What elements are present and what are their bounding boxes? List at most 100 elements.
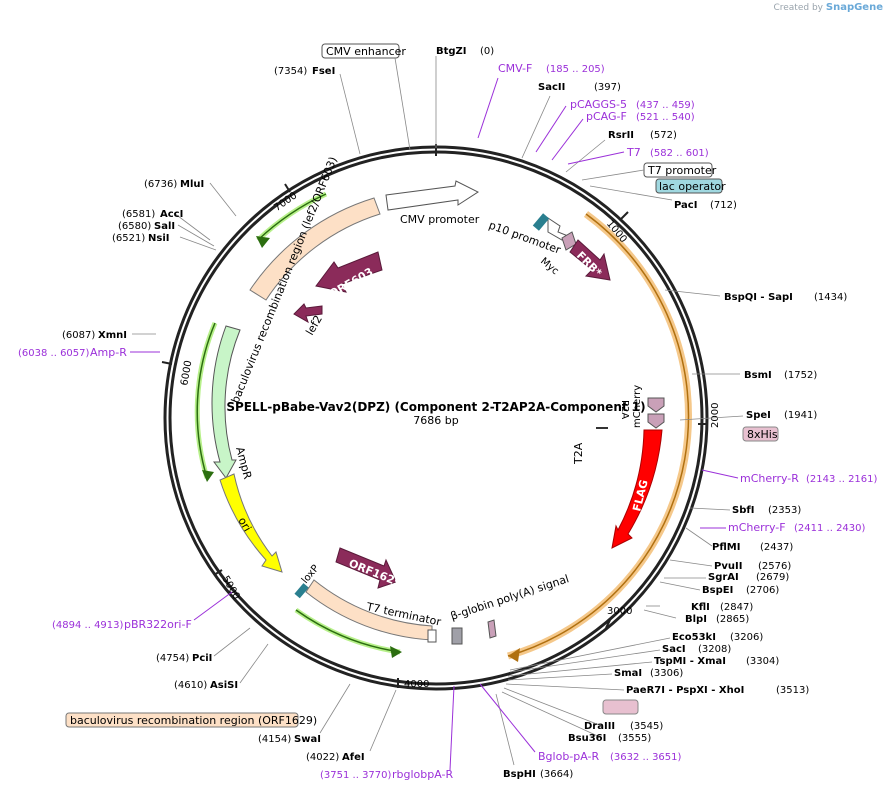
feature-ori-label: ori xyxy=(235,515,253,534)
feature-bac-region-top xyxy=(249,197,381,301)
site-draiii: DraIII xyxy=(584,721,615,732)
primer-bglob-pa-r-range: (3632 .. 3651) xyxy=(610,752,682,763)
box-t7-promoter-label: T7 promoter xyxy=(647,164,717,177)
primer-leaders xyxy=(130,77,739,771)
site-xmni-num: (6087) xyxy=(62,330,95,341)
primer-t7-range: (582 .. 601) xyxy=(650,148,709,159)
site-saci: SacI xyxy=(662,644,686,655)
feature-mcherry-label: FLAG xyxy=(630,478,650,512)
site-bsphi: BspHI xyxy=(503,769,536,780)
feature-p2a xyxy=(647,413,665,429)
primer-rbglobpa-r-range: (3751 .. 3770) xyxy=(320,770,392,781)
site-pcii-num: (4754) xyxy=(156,653,189,664)
box-bac-orf1629-label: baculovirus recombination region (ORF162… xyxy=(70,714,317,727)
site-acci-num: (6581) xyxy=(122,209,155,220)
box-cmv-enhancer xyxy=(321,43,400,59)
site-eco53ki-num: (3206) xyxy=(730,632,763,643)
site-tspmi-num: (3304) xyxy=(746,656,779,667)
site-sacii: SacII xyxy=(538,82,565,93)
site-pflmi: PflMI xyxy=(712,542,740,553)
tick-5000: 5000 xyxy=(219,574,241,602)
site-bsphi-num: (3664) xyxy=(540,769,573,780)
primer-pcaggs5: pCAGGS-5 xyxy=(570,98,627,111)
site-sgrai-num: (2679) xyxy=(756,572,789,583)
site-xmni: XmnI xyxy=(98,330,127,341)
primer-pbr322ori-f-range: (4894 .. 4913) xyxy=(52,620,124,631)
site-spei: SpeI xyxy=(746,410,771,421)
site-pvuii-num: (2576) xyxy=(758,561,791,572)
feature-bglobin xyxy=(451,627,463,645)
site-tspmi: TspMI - XmaI xyxy=(654,656,726,667)
feature-orf603 xyxy=(315,251,383,293)
site-bspqi-num: (1434) xyxy=(814,292,847,303)
site-rsrii: RsrII xyxy=(608,130,634,141)
box-8xhis xyxy=(602,699,639,715)
site-afei-num: (4022) xyxy=(306,752,339,763)
site-bspqi: BspQI - SapI xyxy=(724,292,793,303)
primer-rbglobpa-r: rbglobpA-R xyxy=(392,768,453,781)
box-lac-operator-label: lac operator xyxy=(659,180,726,193)
site-bsmi: BsmI xyxy=(744,370,772,381)
ticks xyxy=(161,144,708,688)
feature-orf1629-label: ORF1629 xyxy=(347,557,404,590)
site-btgzi-num: (0) xyxy=(480,46,494,57)
primer-amp-r: Amp-R xyxy=(90,346,127,359)
site-paci: PacI xyxy=(674,200,697,211)
box-flag xyxy=(742,426,779,442)
site-pcii: PciI xyxy=(192,653,212,664)
tick-6000: 6000 xyxy=(179,360,194,387)
site-smai: SmaI xyxy=(614,668,642,679)
site-afei: AfeI xyxy=(342,752,365,763)
box-bac-orf1629 xyxy=(65,712,299,728)
tick-3000: 3000 xyxy=(607,606,632,617)
primer-cmv-f: CMV-F xyxy=(498,62,532,75)
site-nsii-num: (6521) xyxy=(112,233,145,244)
feature-orf1629 xyxy=(335,547,397,589)
site-bsmi-num: (1752) xyxy=(784,370,817,381)
site-swai: SwaI xyxy=(294,734,321,745)
feature-mcherry xyxy=(611,429,663,549)
site-sbfi-num: (2353) xyxy=(768,505,801,516)
primer-cmv-f-range: (185 .. 205) xyxy=(546,64,605,75)
site-mlui-num: (6736) xyxy=(144,179,177,190)
primer-t7: T7 xyxy=(626,146,641,159)
site-blpi: BlpI xyxy=(685,614,707,625)
feature-myc-label: Myc xyxy=(538,256,560,277)
site-pvuii: PvuII xyxy=(714,561,742,572)
site-paer7i: PaeR7I - PspXI - XhoI xyxy=(626,685,744,696)
primer-pcagf: pCAG-F xyxy=(586,110,627,123)
site-sgrai: SgrAI xyxy=(708,572,739,583)
site-swai-num: (4154) xyxy=(258,734,291,745)
site-smai-num: (3306) xyxy=(650,668,683,679)
site-asisi-num: (4610) xyxy=(174,680,207,691)
feature-t2a xyxy=(647,397,665,413)
site-sacii-num: (397) xyxy=(594,82,621,93)
credit-prefix: Created by xyxy=(773,3,823,13)
site-blpi-num: (2865) xyxy=(716,614,749,625)
feature-p10-marker xyxy=(532,213,550,231)
site-sbfi: SbfI xyxy=(732,505,754,516)
tick-2000: 2000 xyxy=(710,403,721,428)
primer-bglob-pa-r: Bglob-pA-R xyxy=(538,750,600,763)
site-leaders xyxy=(132,56,744,766)
plasmid-name: SPELL-pBabe-Vav2(DPZ) (Component 2-T2AP2… xyxy=(226,400,645,414)
insert-arc-head xyxy=(508,648,520,662)
box-lac-operator xyxy=(655,178,723,194)
site-rsrii-num: (572) xyxy=(650,130,677,141)
site-kfli: KflI xyxy=(691,602,710,613)
feature-kozak-label: T2A xyxy=(572,442,585,465)
site-eco53ki: Eco53kI xyxy=(672,632,716,643)
site-mlui: MluI xyxy=(180,179,204,190)
feature-frb xyxy=(569,239,611,281)
plasmid-length: 7686 bp xyxy=(413,414,458,427)
box-cmv-enhancer-label: CMV enhancer xyxy=(326,45,406,58)
feature-bglobin-label: β-globin poly(A) signal xyxy=(449,572,571,623)
site-bsu36i-num: (3555) xyxy=(618,733,651,744)
site-kfli-num: (2847) xyxy=(720,602,753,613)
primer-pbr322ori-f: pBR322ori-F xyxy=(124,618,192,631)
feature-t7-terminator xyxy=(427,629,437,643)
site-bspei-num: (2706) xyxy=(746,585,779,596)
site-spei-num: (1941) xyxy=(784,410,817,421)
box-flag-label: 8xHis xyxy=(747,428,778,441)
